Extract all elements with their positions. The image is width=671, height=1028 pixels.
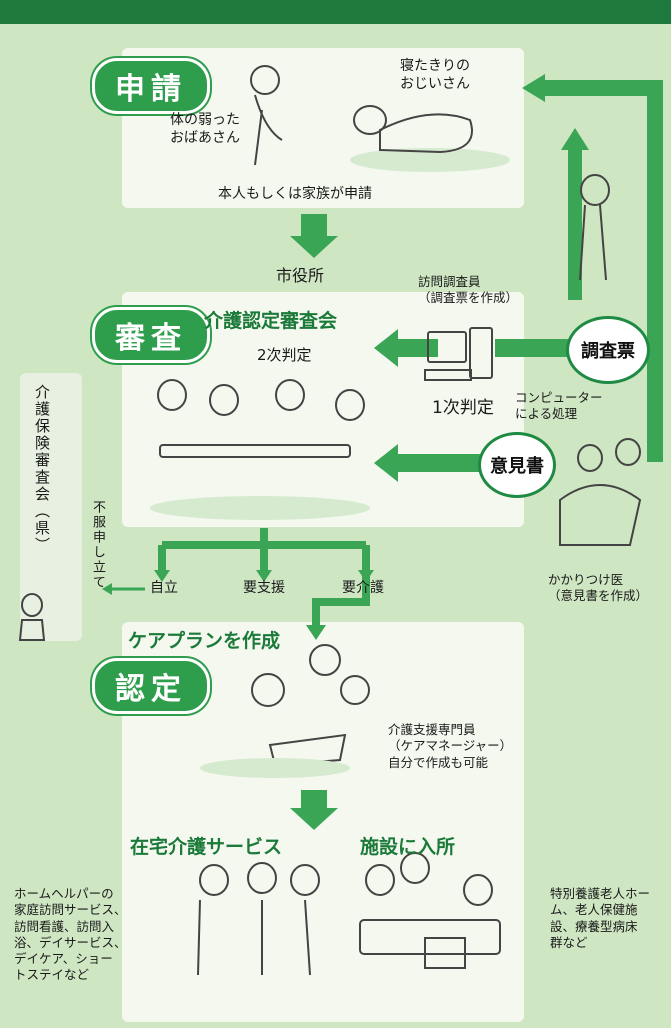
appeal-committee-label: 介護保険審査会（県）	[33, 384, 51, 554]
committee-title: 介護認定審査会	[204, 310, 338, 332]
family-doctor-label: かかりつけ医 （意見書を作成）	[548, 572, 649, 604]
arrow-down-1-head	[290, 236, 338, 258]
stage-certify-badge: 認定	[92, 658, 210, 714]
investigator-label: 訪問調査員 （調査票を作成）	[418, 274, 519, 306]
arrow-independent-head	[102, 583, 112, 595]
opinion-sheet-badge: 意見書	[478, 432, 556, 498]
arrow-left-1	[398, 339, 438, 357]
stage-apply-badge: 申請	[92, 58, 210, 114]
outcome-support-needed: 要支援	[243, 580, 285, 596]
branch-lines	[158, 528, 370, 625]
arrow-down-1	[301, 214, 327, 236]
computer-processing-label: コンピューター による処理	[515, 390, 603, 422]
survey-sheet-badge: 調査票	[566, 316, 650, 384]
facility-heading: 施設に入所	[360, 836, 456, 858]
feedback-head	[522, 74, 545, 102]
feedback-line	[545, 80, 663, 462]
arrow-left-2-head	[374, 444, 398, 482]
second-judgment-label: 2次判定	[257, 346, 312, 364]
arrow-left-1-head	[374, 329, 398, 367]
arrow-survey	[495, 339, 570, 357]
branch-head-1	[154, 570, 170, 582]
branch-head-2	[256, 570, 272, 582]
arrow-down-2	[301, 790, 327, 808]
first-judgment-label: 1次判定	[432, 398, 494, 418]
outcome-care-needed: 要介護	[342, 580, 384, 596]
frail-grandmother-label: 体の弱った おばあさん	[170, 112, 240, 146]
city-office-label: 市役所	[276, 266, 325, 285]
care-manager-label: 介護支援専門員 （ケアマネージャー） 自分で作成も可能	[388, 722, 513, 770]
appeal-panel	[20, 373, 82, 641]
objection-label: 不服申し立て	[90, 500, 105, 590]
care-plan-head	[306, 625, 326, 640]
stage-review-badge: 審査	[92, 307, 210, 363]
applicant-note: 本人もしくは家族が申請	[218, 186, 372, 202]
outcome-independent: 自立	[150, 580, 178, 596]
home-care-heading: 在宅介護サービス	[130, 836, 283, 858]
bedridden-grandfather-label: 寝たきりの おじいさん	[400, 58, 470, 92]
care-plan-heading: ケアプランを作成	[128, 630, 281, 652]
top-banner	[0, 0, 671, 24]
branch-head-3	[358, 570, 374, 582]
arrow-down-2-head	[290, 808, 338, 830]
facility-list: 特別養護老人ホー ム、老人保健施 設、療養型病床 群など	[550, 886, 651, 950]
illustrations	[18, 65, 642, 976]
survey-head	[561, 128, 589, 150]
home-care-list: ホームヘルパーの 家庭訪問サービス、 訪問看護、訪問入 浴、デイサービス、 デイ…	[14, 886, 127, 983]
arrow-left-2	[398, 454, 482, 472]
